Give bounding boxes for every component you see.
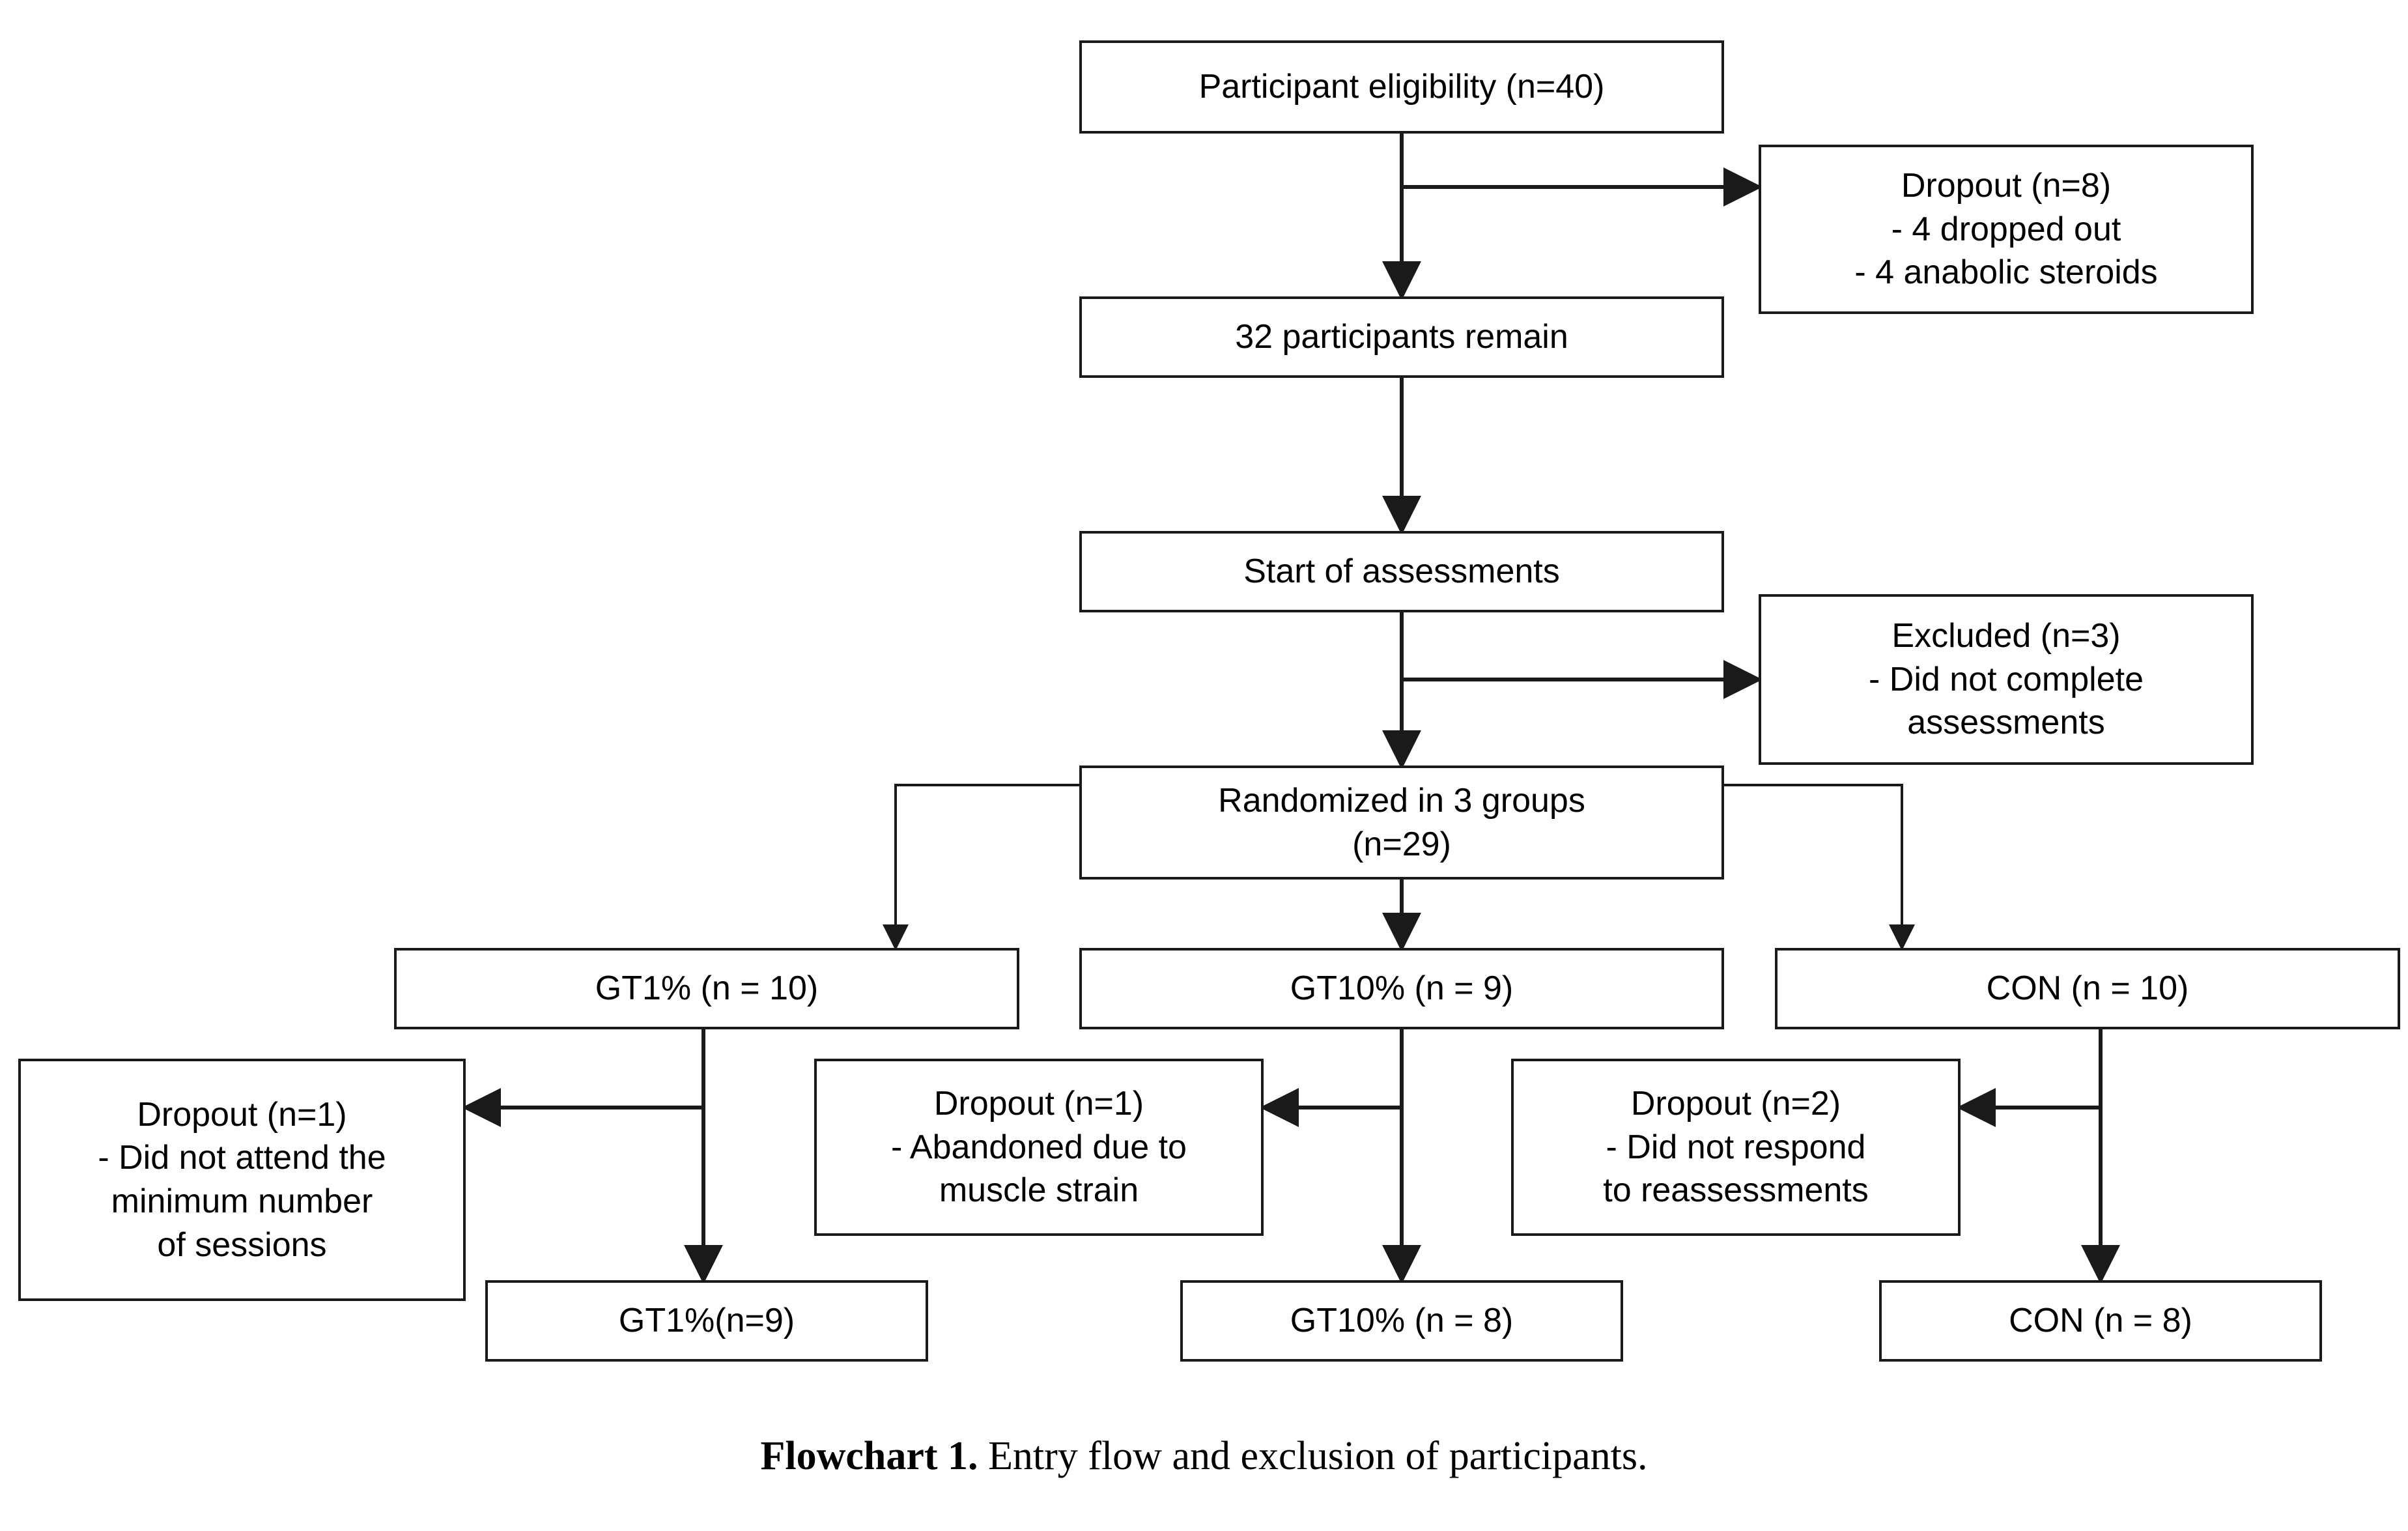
node-group-con: CON (n = 10) (1775, 948, 2400, 1029)
node-line: - 4 dropped out (1891, 210, 2121, 248)
node-line: Dropout (n=2) (1630, 1085, 1841, 1123)
node-line: - Did not complete (1869, 660, 2144, 698)
node-dropout-gt10: Dropout (n=1) - Abandoned due to muscle … (814, 1059, 1264, 1236)
node-group-gt10: GT10% (n = 9) (1079, 948, 1724, 1029)
figure-caption-label: Flowchart 1. (760, 1434, 978, 1478)
node-line: minimum number (111, 1182, 373, 1220)
node-line: 32 participants remain (1235, 318, 1568, 356)
node-line: GT1% (n = 10) (595, 969, 819, 1008)
node-start-of-assessments: Start of assessments (1079, 531, 1724, 612)
node-line: Start of assessments (1243, 552, 1560, 591)
figure-caption-text: Entry flow and exclusion of participants… (978, 1434, 1648, 1478)
node-line: assessments (1907, 704, 2105, 742)
node-line: - Did not attend the (98, 1139, 386, 1177)
node-line: GT10% (n = 9) (1290, 969, 1514, 1008)
node-line: - Did not respond (1606, 1128, 1866, 1166)
node-line: Dropout (n=1) (137, 1095, 347, 1134)
node-line: Excluded (n=3) (1891, 617, 2121, 655)
node-line: CON (n = 10) (1986, 969, 2189, 1008)
node-dropout-8: Dropout (n=8) - 4 dropped out - 4 anabol… (1759, 145, 2254, 314)
node-line: Dropout (n=1) (933, 1085, 1144, 1123)
node-participant-eligibility: Participant eligibility (n=40) (1079, 40, 1724, 134)
node-dropout-con: Dropout (n=2) - Did not respond to reass… (1511, 1059, 1961, 1236)
node-line: Randomized in 3 groups (1218, 781, 1585, 820)
node-line: GT10% (n = 8) (1290, 1302, 1514, 1340)
node-line: (n=29) (1352, 825, 1451, 863)
figure-caption: Flowchart 1. Entry flow and exclusion of… (0, 1433, 2408, 1480)
node-line: Dropout (n=8) (1901, 167, 2112, 205)
node-line: - 4 anabolic steroids (1854, 253, 2158, 292)
node-32-participants-remain: 32 participants remain (1079, 296, 1724, 378)
node-randomized-3-groups: Randomized in 3 groups (n=29) (1079, 766, 1724, 880)
node-line: CON (n = 8) (2009, 1302, 2192, 1340)
node-line: to reassessments (1603, 1171, 1869, 1210)
node-gt1-final: GT1%(n=9) (485, 1280, 928, 1362)
node-excluded-3: Excluded (n=3) - Did not complete assess… (1759, 594, 2254, 765)
node-con-final: CON (n = 8) (1879, 1280, 2322, 1362)
node-gt10-final: GT10% (n = 8) (1180, 1280, 1623, 1362)
node-line: GT1%(n=9) (618, 1302, 795, 1340)
node-group-gt1: GT1% (n = 10) (394, 948, 1019, 1029)
node-line: Participant eligibility (n=40) (1198, 68, 1605, 106)
node-dropout-gt1: Dropout (n=1) - Did not attend the minim… (18, 1059, 466, 1301)
node-line: muscle strain (939, 1171, 1139, 1210)
node-line: - Abandoned due to (891, 1128, 1187, 1166)
node-line: of sessions (157, 1225, 327, 1264)
